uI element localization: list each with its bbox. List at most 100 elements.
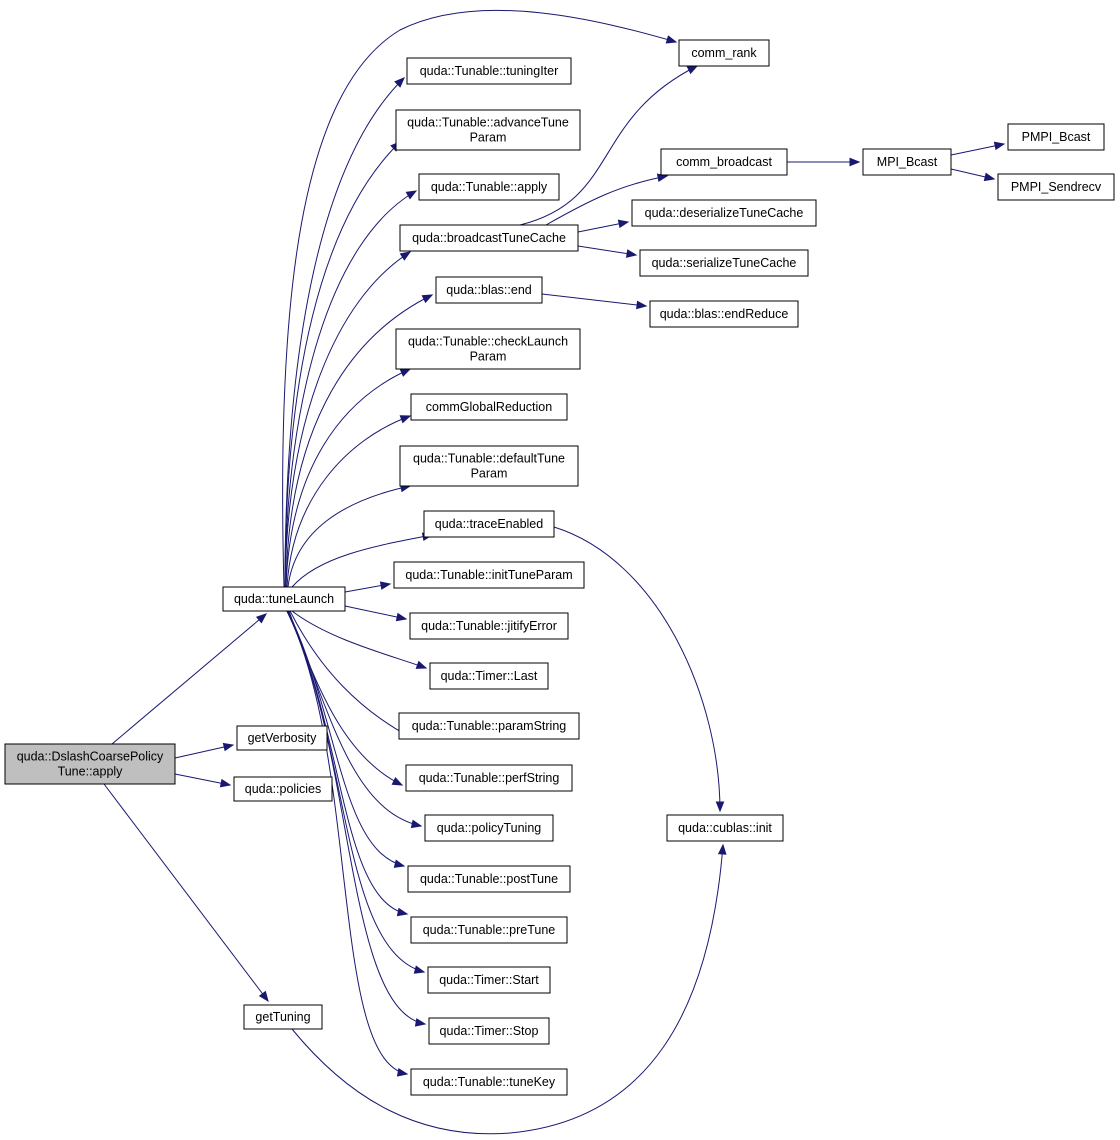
node-MPI_Bcast[interactable]: MPI_Bcast xyxy=(862,148,952,176)
node-PMPI_Bcast[interactable]: PMPI_Bcast xyxy=(1007,123,1105,151)
node-postTune[interactable]: quda::Tunable::postTune xyxy=(407,865,571,893)
node-tunableApply[interactable]: quda::Tunable::apply xyxy=(418,173,560,201)
node-box[interactable] xyxy=(435,276,543,304)
node-box[interactable] xyxy=(393,561,585,589)
node-box[interactable] xyxy=(399,224,579,252)
node-policyTuning[interactable]: quda::policyTuning xyxy=(424,814,554,842)
edge-MPI_Bcast-to-PMPI_Bcast xyxy=(950,141,1006,156)
node-label: quda::DslashCoarsePolicy xyxy=(17,750,164,764)
edge-MPI_Bcast-to-PMPI_Sendrecv xyxy=(950,168,996,182)
node-box[interactable] xyxy=(410,1068,568,1096)
edge-tuneLaunch-to-perfString xyxy=(288,610,404,786)
node-box[interactable] xyxy=(410,393,568,421)
node-broadcastTuneCache[interactable]: quda::broadcastTuneCache xyxy=(399,224,579,252)
node-label: quda::Tunable::initTuneParam xyxy=(405,568,572,582)
node-box[interactable] xyxy=(409,612,569,640)
node-label: quda::policies xyxy=(245,782,321,796)
node-initTuneParam[interactable]: quda::Tunable::initTuneParam xyxy=(393,561,585,589)
node-cublasInit[interactable]: quda::cublas::init xyxy=(666,814,784,842)
node-getVerbosity[interactable]: getVerbosity xyxy=(236,725,328,751)
node-box[interactable] xyxy=(427,966,551,994)
node-box[interactable] xyxy=(407,865,571,893)
node-preTune[interactable]: quda::Tunable::preTune xyxy=(410,916,568,944)
node-box[interactable] xyxy=(429,662,549,690)
node-box[interactable] xyxy=(243,1004,323,1030)
node-box[interactable] xyxy=(424,814,554,842)
edge-tuneLaunch-to-timerStop xyxy=(286,610,427,1027)
node-box[interactable] xyxy=(405,764,573,792)
node-box[interactable] xyxy=(222,586,346,612)
node-perfString[interactable]: quda::Tunable::perfString xyxy=(405,764,573,792)
node-label: PMPI_Sendrecv xyxy=(1011,180,1102,194)
node-box[interactable] xyxy=(406,57,572,85)
nodes-layer: quda::DslashCoarsePolicyTune::applyquda:… xyxy=(4,39,1115,1096)
node-tuningIter[interactable]: quda::Tunable::tuningIter xyxy=(406,57,572,85)
node-comm_broadcast[interactable]: comm_broadcast xyxy=(660,148,788,176)
edge-tuneLaunch-to-defaultTuneParam xyxy=(287,483,412,588)
node-serializeTuneCache[interactable]: quda::serializeTuneCache xyxy=(639,249,809,277)
node-box[interactable] xyxy=(1007,123,1105,151)
node-timerLast[interactable]: quda::Timer::Last xyxy=(429,662,549,690)
node-timerStart[interactable]: quda::Timer::Start xyxy=(427,966,551,994)
node-box[interactable] xyxy=(395,109,581,151)
edge-comm_broadcast-to-MPI_Bcast xyxy=(787,157,861,167)
node-box[interactable] xyxy=(233,776,333,802)
node-deserializeTuneCache[interactable]: quda::deserializeTuneCache xyxy=(631,199,817,227)
edge-tuneLaunch-to-paramString xyxy=(289,610,412,738)
node-timerStop[interactable]: quda::Timer::Stop xyxy=(428,1017,550,1045)
edge-tuneLaunch-to-comm_rank xyxy=(282,9,678,588)
node-box[interactable] xyxy=(399,445,579,487)
node-box[interactable] xyxy=(649,300,799,328)
node-label: getTuning xyxy=(255,1010,310,1024)
node-box[interactable] xyxy=(639,249,809,277)
node-PMPI_Sendrecv[interactable]: PMPI_Sendrecv xyxy=(997,173,1115,201)
node-box[interactable] xyxy=(660,148,788,176)
node-box[interactable] xyxy=(666,814,784,842)
edge-tuneLaunch-to-broadcastTuneCache xyxy=(284,251,412,588)
node-box[interactable] xyxy=(395,328,581,370)
node-label: quda::tuneLaunch xyxy=(234,592,334,606)
node-jitifyError[interactable]: quda::Tunable::jitifyError xyxy=(409,612,569,640)
edge-tuneLaunch-to-tuneKey xyxy=(286,610,409,1077)
node-label: quda::cublas::init xyxy=(678,821,772,835)
node-getTuning[interactable]: getTuning xyxy=(243,1004,323,1030)
edge-tuneLaunch-to-initTuneParam xyxy=(344,581,392,593)
node-box[interactable] xyxy=(862,148,952,176)
node-box[interactable] xyxy=(410,916,568,944)
node-box[interactable] xyxy=(4,743,176,785)
edge-tuneLaunch-to-advanceTuneParam xyxy=(284,141,401,588)
node-label: Param xyxy=(470,350,507,364)
edge-tuneLaunch-to-commGlobalReduction xyxy=(286,415,412,588)
node-box[interactable] xyxy=(997,173,1115,201)
node-box[interactable] xyxy=(631,199,817,227)
node-policies[interactable]: quda::policies xyxy=(233,776,333,802)
node-label: quda::blas::end xyxy=(446,283,532,297)
node-box[interactable] xyxy=(236,725,328,751)
node-box[interactable] xyxy=(423,510,555,538)
node-label: quda::Tunable::postTune xyxy=(420,872,558,886)
node-label: quda::policyTuning xyxy=(437,821,542,835)
edge-blasEnd-to-endReduce xyxy=(541,293,648,310)
node-box[interactable] xyxy=(418,173,560,201)
node-label: Param xyxy=(471,467,508,481)
node-label: Param xyxy=(470,131,507,145)
node-traceEnabled[interactable]: quda::traceEnabled xyxy=(423,510,555,538)
node-commGlobalReduction[interactable]: commGlobalReduction xyxy=(410,393,568,421)
node-paramString[interactable]: quda::Tunable::paramString xyxy=(398,712,580,740)
node-box[interactable] xyxy=(678,39,770,67)
node-endReduce[interactable]: quda::blas::endReduce xyxy=(649,300,799,328)
node-tuneLaunch[interactable]: quda::tuneLaunch xyxy=(222,586,346,612)
edge-tuneLaunch-to-timerLast xyxy=(291,610,428,669)
node-box[interactable] xyxy=(428,1017,550,1045)
node-tuneKey[interactable]: quda::Tunable::tuneKey xyxy=(410,1068,568,1096)
node-box[interactable] xyxy=(398,712,580,740)
node-label: PMPI_Bcast xyxy=(1022,130,1091,144)
node-blasEnd[interactable]: quda::blas::end xyxy=(435,276,543,304)
node-comm_rank[interactable]: comm_rank xyxy=(678,39,770,67)
edge-root-to-getTuning xyxy=(103,783,269,1003)
